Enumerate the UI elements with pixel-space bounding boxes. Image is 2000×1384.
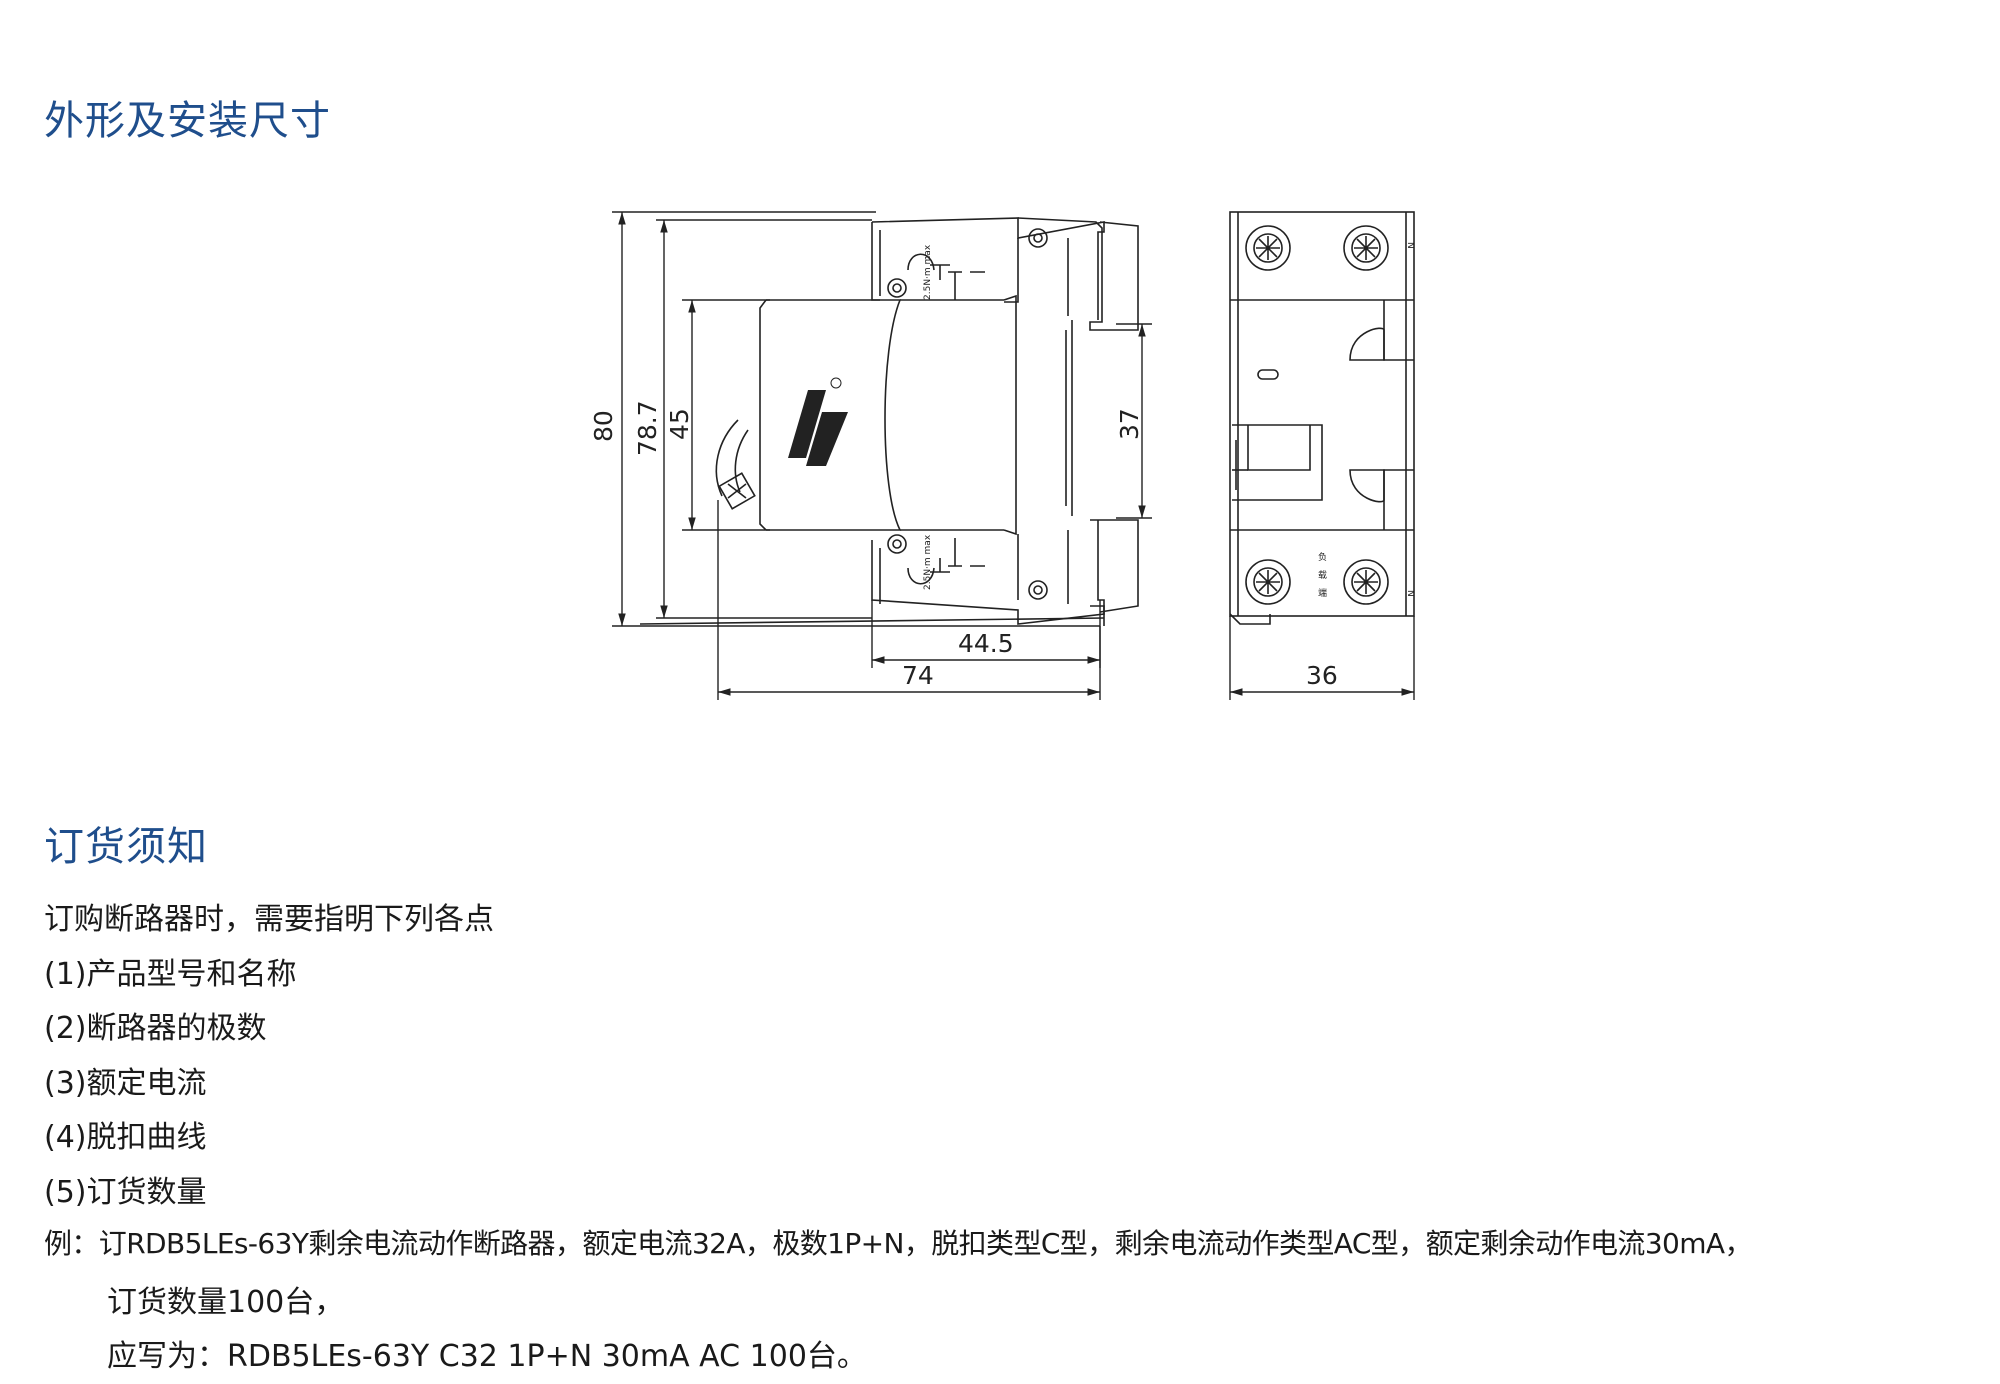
load-label-1: 负 [1318,551,1327,563]
load-label-3: 端 [1318,587,1327,599]
ordering-item-4: (4)脱扣曲线 [44,1120,207,1155]
dim-36: 36 [1306,661,1338,690]
dim-78-7: 78.7 [633,400,662,456]
load-label-2: 载 [1318,569,1327,581]
dim-45: 45 [665,408,694,440]
dim-74: 74 [902,661,934,690]
ordering-item-1: (1)产品型号和名称 [44,957,297,992]
neutral-label-bottom: N [1405,590,1415,597]
ordering-example-line-1: 例：订RDB5LEs-63Y剩余电流动作断路器，额定电流32A，极数1P+N，脱… [44,1227,1752,1260]
ordering-example-line-3: 应写为：RDB5LEs-63Y C32 1P+N 30mA AC 100台。 [107,1339,867,1374]
dim-44-5: 44.5 [958,629,1014,658]
dimension-lines [612,211,1415,700]
dim-80: 80 [589,410,618,442]
torque-label-top: 2.5N·m max [923,244,933,300]
ordering-intro: 订购断路器时，需要指明下列各点 [44,902,494,937]
dim-37: 37 [1115,408,1144,440]
ordering-item-2: (2)断路器的极数 [44,1011,267,1046]
torque-label-bottom: 2.5N·m max [923,534,933,590]
neutral-label-top: N [1405,242,1415,249]
section-title-ordering: 订货须知 [44,824,208,870]
side-view [639,217,1139,626]
front-view [1229,211,1415,625]
dimension-drawing: 2.5N·m max 2.5N·m max [589,211,1415,700]
brand-logo [788,377,848,466]
ordering-item-5: (5)订货数量 [44,1175,207,1210]
section-title-dimensions: 外形及安装尺寸 [44,98,331,144]
ordering-example-line-2: 订货数量100台， [107,1285,345,1320]
ordering-item-3: (3)额定电流 [44,1066,207,1101]
